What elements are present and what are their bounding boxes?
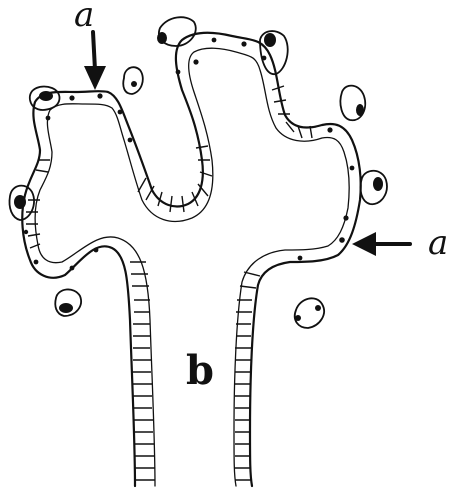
arrow-down-shaft [93,32,95,70]
arrow-down-head [84,66,106,90]
surrounding-cell [340,86,365,121]
surrounding-cell [157,17,196,46]
surrounding-cell [295,298,324,328]
label-a-top-group: a [74,0,106,90]
gland-outline [22,33,360,486]
bend-epithelium-left [26,160,50,248]
surrounding-cell [55,289,81,316]
surrounding-cell [30,87,60,110]
label-b: b [186,347,214,394]
label-a-right: a [428,223,448,263]
arrow-left-head [352,232,376,256]
surrounding-cell [123,67,143,94]
surrounding-cells [9,17,386,328]
surrounding-cell [360,171,386,204]
label-a-top: a [74,0,94,35]
label-a-right-group: a [352,223,448,263]
